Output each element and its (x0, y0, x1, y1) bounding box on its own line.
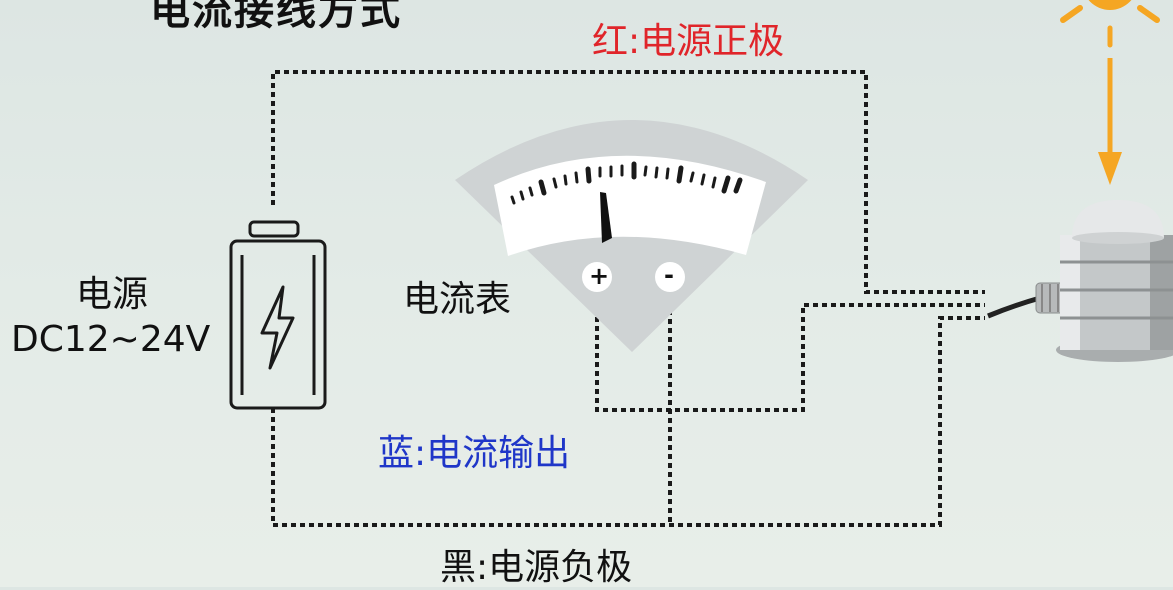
sun-icon (1060, 0, 1160, 23)
blue-wire-label: 蓝:电流输出 (378, 433, 571, 474)
power-supply-label: 电源 (76, 274, 149, 315)
ammeter-icon (455, 120, 808, 352)
lightning-icon (260, 285, 295, 370)
meter-plus-symbol: + (589, 262, 610, 290)
black-wire-label: 黑:电源负极 (440, 547, 633, 588)
red-wire (271, 70, 985, 294)
ammeter-label: 电流表 (403, 279, 512, 320)
meter-minus-symbol: - (664, 261, 674, 289)
sensor-icon (987, 200, 1173, 362)
red-wire-label: 红:电源正极 (592, 21, 785, 62)
black-wire (271, 316, 985, 527)
power-supply-voltage: DC12~24V (11, 319, 211, 360)
battery-icon (229, 220, 327, 410)
diagram-title: 电流接线方式 (150, 0, 402, 34)
meter-plus-terminal (582, 262, 612, 292)
wires (271, 70, 985, 527)
blue-wire (595, 290, 985, 412)
meter-minus-terminal (655, 262, 685, 292)
meter-needle (600, 192, 612, 243)
arrow-down-icon (1098, 25, 1122, 185)
